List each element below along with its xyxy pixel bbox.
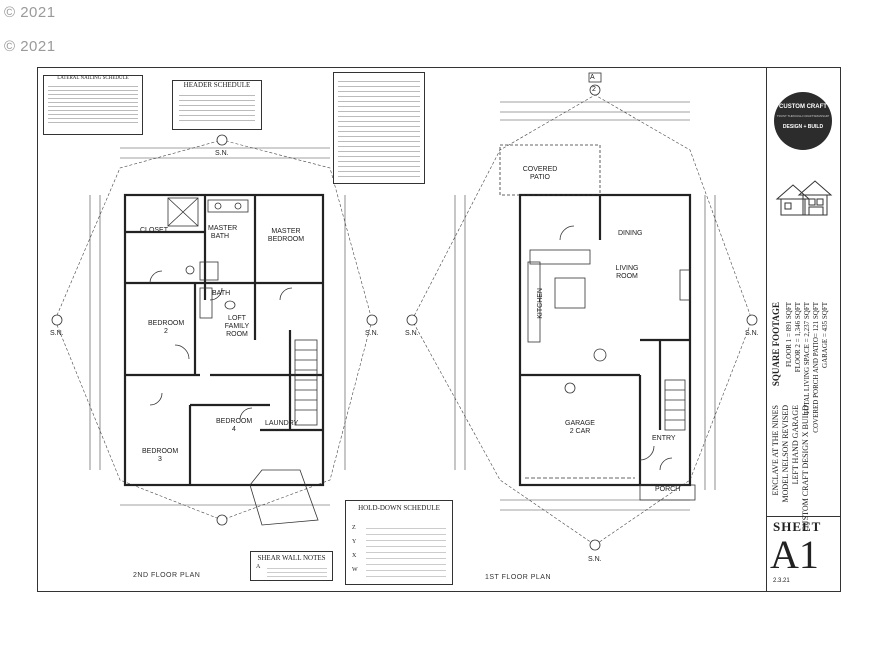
room-laundry: LAUNDRY [265, 420, 299, 427]
holddown-code-y: Y [352, 539, 357, 545]
plan-title-2nd: 2ND FLOOR PLAN [133, 572, 201, 579]
shear-wall-notes: SHEAR WALL NOTES A [250, 551, 333, 581]
shearwall-code: A [256, 564, 261, 570]
room-bedroom-2: BEDROOM 2 [148, 320, 185, 335]
sheet-date: 2.3.21 [773, 578, 790, 584]
project-line-1: ENCLAVE AT THE NINES [771, 405, 780, 496]
room-bedroom-4: BEDROOM 4 [216, 418, 253, 433]
house-elevation-thumbnail [775, 180, 833, 216]
sq-line-5: GARAGE = 435 SQFT [821, 302, 829, 368]
shearwall-title: SHEAR WALL NOTES [257, 554, 326, 562]
room-entry: ENTRY [652, 435, 676, 442]
sheet-number: A1 [770, 532, 819, 577]
holddown-code-x: X [352, 553, 357, 559]
room-dining: DINING [618, 230, 643, 237]
sheet-label: SHEET [773, 519, 822, 534]
brand-tag: TRUST THROUGH CRAFTSMANSHIP [776, 114, 830, 118]
project-line-3: LEFT HAND GARAGE [791, 405, 800, 485]
grid-marker-2: 2 [592, 86, 596, 93]
sn-left: S.N. [50, 330, 64, 337]
plan-title-1st: 1ST FLOOR PLAN [485, 574, 552, 581]
sn-mid-right: S.N. [405, 330, 419, 337]
room-master-bath: MASTER BATH [208, 225, 238, 240]
room-closet: CLOSET [140, 227, 169, 234]
room-covered-patio: COVERED PATIO [522, 166, 558, 181]
lateral-title: LATERAL NAILING SCHEDULE [57, 76, 129, 81]
room-kitchen: KITCHEN [537, 288, 544, 319]
sq-line-3: TOTAL LIVING SPACE = 2,237 SQFT [803, 302, 811, 415]
holddown-code-z: Z [352, 525, 356, 531]
sq-line-1: FLOOR 1 = 891 SQFT [785, 302, 793, 368]
room-master-bedroom: MASTER BEDROOM [267, 228, 305, 243]
header-schedule: HEADER SCHEDULE [172, 80, 262, 130]
sq-line-2: FLOOR 2 = 1,346 SQFT [794, 302, 802, 373]
brand-top: CUSTOM CRAFT [779, 104, 827, 110]
holddown-code-w: W [352, 567, 358, 573]
brand-bottom: DESIGN + BUILD [782, 124, 824, 130]
hold-down-schedule: HOLD-DOWN SCHEDULE Z Y X W [345, 500, 453, 585]
room-porch: PORCH [655, 486, 681, 493]
sn-bottom: S.N. [588, 556, 602, 563]
project-line-2: MODEL NELSON REVISED [781, 405, 790, 503]
title-block: CUSTOM CRAFT TRUST THROUGH CRAFTSMANSHIP… [766, 67, 841, 592]
room-garage: GARAGE 2 CAR [565, 420, 595, 435]
framing-notes-table [333, 72, 425, 184]
project-line-4: CUSTOM CRAFT DESIGN X BUILD [801, 405, 810, 532]
sn-top-left: S.N. [215, 150, 229, 157]
room-living: LIVING ROOM [615, 265, 639, 280]
room-loft-family: LOFT FAMILY ROOM [224, 315, 250, 338]
header-schedule-title: HEADER SCHEDULE [183, 81, 251, 89]
sq-footage-title: SQUARE FOOTAGE [771, 302, 781, 387]
copyright-watermark-second: © 2021 [4, 38, 56, 55]
holddown-title: HOLD-DOWN SCHEDULE [358, 504, 440, 512]
logo-badge: CUSTOM CRAFT TRUST THROUGH CRAFTSMANSHIP… [774, 92, 832, 150]
copyright-watermark-top: © 2021 [4, 4, 56, 21]
sq-line-4: COVERED PORCH AND PATIO= 121 SQFT [812, 302, 820, 433]
room-bath: BATH [212, 290, 231, 297]
lateral-nailing-schedule: LATERAL NAILING SCHEDULE [43, 75, 143, 135]
room-bedroom-3: BEDROOM 3 [142, 448, 179, 463]
grid-marker-a: A [590, 74, 595, 81]
sn-mid-left: S.N. [365, 330, 379, 337]
sn-right: S.N. [745, 330, 759, 337]
